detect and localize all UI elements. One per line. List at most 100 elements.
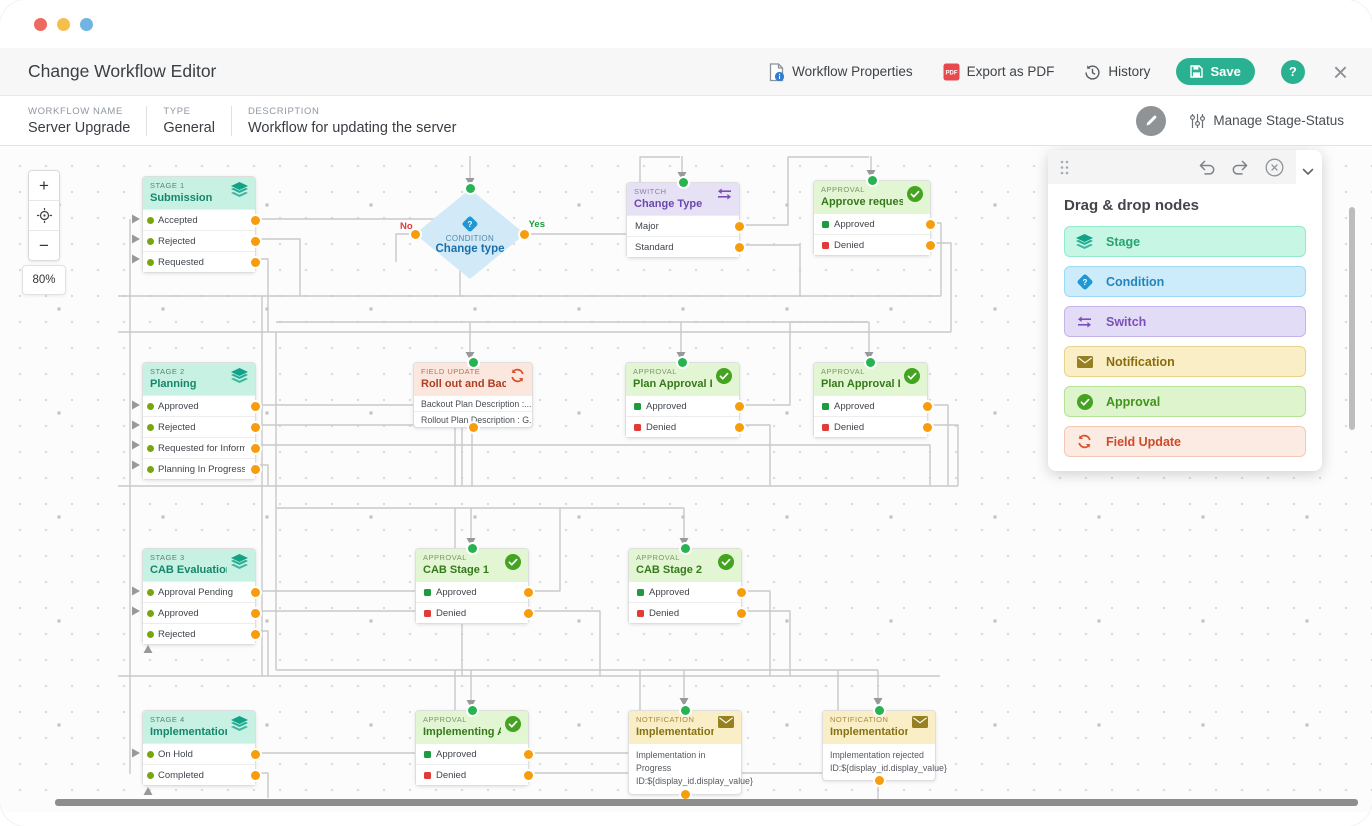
sliders-icon (1190, 113, 1206, 128)
svg-text:PDF: PDF (945, 71, 957, 77)
status-marker-green (637, 588, 644, 596)
node-row[interactable]: Planning In Progress (143, 458, 260, 479)
save-button[interactable]: Save (1176, 58, 1255, 85)
palette-item-notification[interactable]: Notification (1064, 346, 1306, 377)
redo-icon[interactable] (1231, 159, 1250, 176)
row-input-port (147, 750, 154, 758)
node-row[interactable]: Standard (627, 236, 744, 257)
node-row[interactable]: Approved (814, 213, 935, 234)
node-row[interactable]: Accepted (143, 209, 260, 230)
node-badge: STAGE 1 (150, 181, 185, 190)
fit-to-screen-button[interactable] (29, 200, 59, 230)
node-row[interactable]: Rejected (143, 623, 260, 644)
swap-arrows-icon (1076, 315, 1093, 328)
drag-handle-icon[interactable] (1060, 160, 1069, 175)
manage-stage-status-button[interactable]: Manage Stage-Status (1190, 113, 1344, 128)
node-row[interactable]: Approval Pending (143, 581, 260, 602)
chevron-down-icon[interactable] (1302, 163, 1314, 181)
palette-item-condition[interactable]: ?Condition (1064, 266, 1306, 297)
row-input-port (147, 216, 154, 224)
node-row[interactable]: Requested (143, 251, 260, 272)
status-marker-green (424, 750, 431, 758)
palette-item-stage[interactable]: Stage (1064, 226, 1306, 257)
palette-item-approval[interactable]: Approval (1064, 386, 1306, 417)
node-title: Plan Approval LVL 2 (821, 378, 900, 390)
zoom-out-button[interactable]: − (29, 230, 59, 260)
pdf-icon: PDF (943, 63, 960, 81)
undo-icon[interactable] (1197, 159, 1216, 176)
node-row[interactable]: Denied (416, 764, 533, 785)
close-icon[interactable]: × (1332, 56, 1348, 87)
traffic-light-minimize[interactable] (57, 17, 70, 31)
node-row[interactable]: Major (627, 215, 744, 236)
export-pdf-button[interactable]: PDF Export as PDF (939, 62, 1054, 81)
node-row[interactable]: Approved (416, 743, 533, 764)
status-marker-red (424, 771, 431, 779)
vertical-scrollbar[interactable] (1349, 207, 1355, 430)
clear-canvas-icon[interactable] (1265, 158, 1284, 177)
node-row[interactable]: Denied (814, 416, 932, 437)
node-title: Approve request (821, 196, 903, 208)
check-circle-icon (716, 368, 732, 390)
node-row[interactable]: Rejected (143, 416, 260, 437)
palette-item-switch[interactable]: Switch (1064, 306, 1306, 337)
zoom-in-button[interactable]: + (39, 175, 49, 195)
node-row[interactable]: Denied (814, 234, 935, 255)
node-row[interactable]: Approved (814, 395, 932, 416)
node-row[interactable]: Requested for Informat... (143, 437, 260, 458)
palette-item-fieldupdate[interactable]: Field Update (1064, 426, 1306, 457)
check-circle-icon (505, 554, 521, 576)
node-row[interactable]: Approved (629, 581, 746, 602)
node-row[interactable]: Approved (416, 581, 533, 602)
help-button[interactable]: ? (1280, 59, 1305, 84)
body-line: Implementation rejected (830, 750, 924, 760)
workflow-properties-button[interactable]: Workflow Properties (764, 62, 913, 82)
horizontal-scrollbar[interactable] (55, 799, 1358, 806)
row-output-port (735, 221, 744, 231)
node-title: Planning (150, 378, 197, 390)
node-row[interactable]: Denied (626, 416, 744, 437)
workflow-properties-label: Workflow Properties (792, 64, 913, 79)
traffic-light-maximize[interactable] (80, 17, 93, 31)
node-row[interactable]: Denied (629, 602, 746, 623)
node-badge: SWITCH (634, 187, 667, 196)
condition-yes-label: Yes (528, 219, 545, 230)
node-title: Implementing Ap... (423, 726, 501, 738)
node-row[interactable]: Rejected (143, 230, 260, 251)
node-row[interactable]: On Hold (143, 743, 260, 764)
node-row[interactable]: Approved (143, 602, 260, 623)
history-button[interactable]: History (1080, 63, 1150, 81)
node-row[interactable]: Approved (626, 395, 744, 416)
node-row[interactable]: Approved (143, 395, 260, 416)
status-marker-green (424, 588, 431, 596)
node-row[interactable]: Completed (143, 764, 260, 785)
node-row[interactable]: Denied (416, 602, 533, 623)
check-circle-icon (904, 368, 920, 390)
edit-workflow-button[interactable] (1136, 105, 1167, 136)
row-input-port (147, 771, 154, 779)
input-port (680, 706, 690, 715)
traffic-light-close[interactable] (34, 17, 47, 31)
